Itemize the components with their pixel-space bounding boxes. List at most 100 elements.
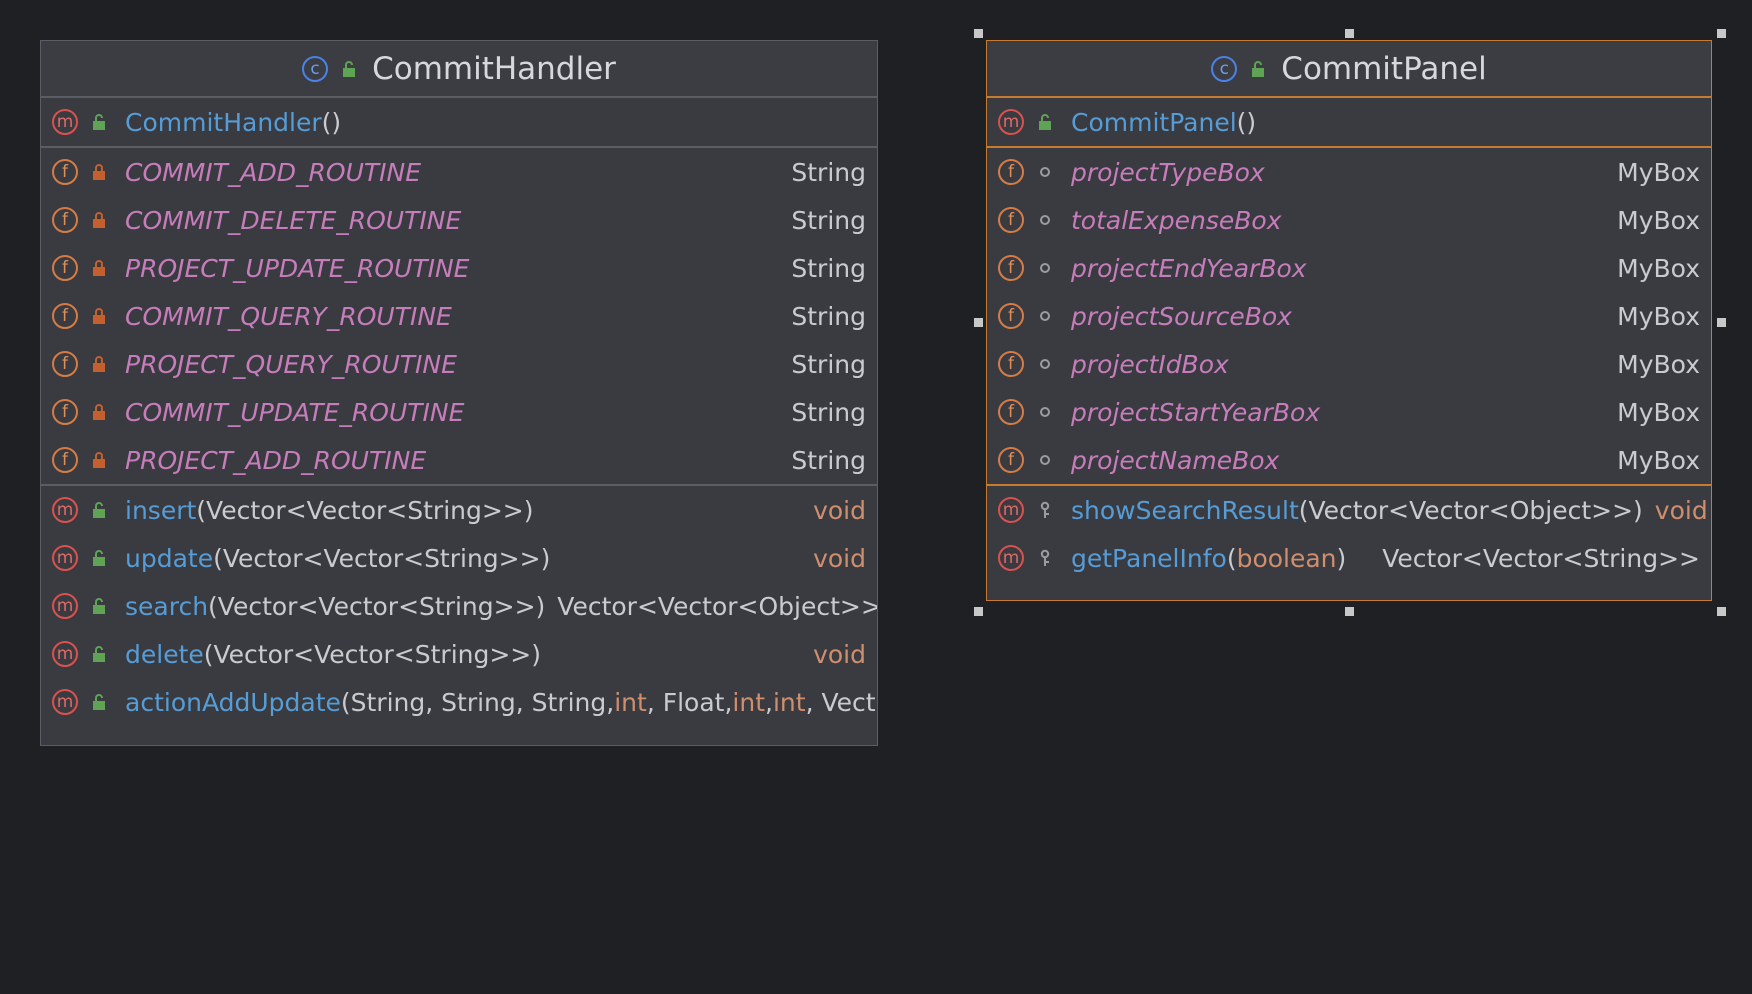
method-return-type: void <box>1654 495 1708 525</box>
resize-handle-bottom-right[interactable] <box>1717 607 1726 616</box>
method-row[interactable]: m actionAddUpdate (String, String, Strin… <box>41 678 877 726</box>
method-params: (Vector<Vector<Object>>) <box>1298 495 1643 525</box>
method-row[interactable]: m delete (Vector<Vector<String>>) void <box>41 630 877 678</box>
public-unlock-icon <box>1036 112 1054 132</box>
field-name: projectStartYearBox <box>1071 397 1321 427</box>
field-icon: f <box>998 351 1024 377</box>
private-lock-icon <box>90 210 108 230</box>
field-type: String <box>791 397 866 427</box>
method-name: delete <box>125 639 204 669</box>
public-unlock-icon <box>90 644 108 664</box>
method-name: insert <box>125 495 197 525</box>
resize-handle-left[interactable] <box>974 318 983 327</box>
class-title: CommitHandler <box>372 50 616 87</box>
field-icon: f <box>52 159 78 185</box>
method-return-type: void <box>813 639 866 669</box>
field-name: PROJECT_ADD_ROUTINE <box>125 445 427 475</box>
constructor-params: () <box>321 107 342 137</box>
private-lock-icon <box>90 354 108 374</box>
constructor-row[interactable]: m CommitHandler () <box>41 98 877 146</box>
package-dot-icon <box>1036 354 1054 374</box>
field-row[interactable]: f COMMIT_ADD_ROUTINE String <box>41 148 877 196</box>
resize-handle-right[interactable] <box>1717 318 1726 327</box>
method-row[interactable]: m search (Vector<Vector<String>>) Vector… <box>41 582 877 630</box>
class-header: c CommitPanel <box>987 41 1711 98</box>
package-dot-icon <box>1036 210 1054 230</box>
field-name: projectIdBox <box>1071 349 1229 379</box>
field-row[interactable]: f projectStartYearBox MyBox <box>987 388 1711 436</box>
method-icon: m <box>52 109 78 135</box>
package-dot-icon <box>1036 162 1054 182</box>
method-row[interactable]: m insert (Vector<Vector<String>>) void <box>41 486 877 534</box>
public-unlock-icon <box>90 548 108 568</box>
method-name: actionAddUpdate <box>125 687 341 717</box>
package-dot-icon <box>1036 402 1054 422</box>
method-params-part: int <box>772 687 806 717</box>
field-type: String <box>791 205 866 235</box>
method-icon: m <box>52 593 78 619</box>
private-lock-icon <box>90 450 108 470</box>
resize-handle-top-left[interactable] <box>974 29 983 38</box>
private-lock-icon <box>90 402 108 422</box>
method-row[interactable]: m showSearchResult (Vector<Vector<Object… <box>987 486 1711 534</box>
field-type: MyBox <box>1617 253 1700 283</box>
field-row[interactable]: f projectEndYearBox MyBox <box>987 244 1711 292</box>
protected-key-icon <box>1036 548 1054 568</box>
method-icon: m <box>52 641 78 667</box>
field-icon: f <box>998 255 1024 281</box>
field-type: String <box>791 253 866 283</box>
package-dot-icon <box>1036 450 1054 470</box>
field-icon: f <box>52 303 78 329</box>
method-params-part: boolean <box>1236 543 1337 573</box>
private-lock-icon <box>90 162 108 182</box>
method-icon: m <box>998 109 1024 135</box>
constructor-name: CommitPanel <box>1071 107 1237 137</box>
field-type: MyBox <box>1617 157 1700 187</box>
method-icon: m <box>52 497 78 523</box>
method-row[interactable]: m update (Vector<Vector<String>>) void <box>41 534 877 582</box>
public-unlock-icon <box>90 500 108 520</box>
field-icon: f <box>998 303 1024 329</box>
resize-handle-top-right[interactable] <box>1717 29 1726 38</box>
method-row[interactable]: m getPanelInfo ( boolean ) Vector<Vector… <box>987 534 1711 582</box>
public-unlock-icon <box>90 692 108 712</box>
method-name: search <box>125 591 209 621</box>
constructor-row[interactable]: m CommitPanel () <box>987 98 1711 146</box>
method-params: (Vector<Vector<String>>) <box>203 639 541 669</box>
field-name: totalExpenseBox <box>1071 205 1282 235</box>
field-name: COMMIT_ADD_ROUTINE <box>125 157 422 187</box>
method-params-part: , <box>765 687 773 717</box>
constructors-section: m CommitPanel () <box>987 98 1711 148</box>
resize-handle-bottom[interactable] <box>1345 607 1354 616</box>
method-name: getPanelInfo <box>1071 543 1227 573</box>
field-name: projectEndYearBox <box>1071 253 1307 283</box>
field-type: MyBox <box>1617 397 1700 427</box>
method-name: update <box>125 543 214 573</box>
protected-key-icon <box>1036 500 1054 520</box>
field-icon: f <box>998 399 1024 425</box>
resize-handle-bottom-left[interactable] <box>974 607 983 616</box>
package-dot-icon <box>1036 306 1054 326</box>
class-title: CommitPanel <box>1281 50 1487 87</box>
resize-handle-top[interactable] <box>1345 29 1354 38</box>
field-type: String <box>791 157 866 187</box>
method-params-part: int <box>614 687 647 717</box>
constructors-section: m CommitHandler () <box>41 98 877 148</box>
methods-section: m insert (Vector<Vector<String>>) void m… <box>41 486 877 726</box>
